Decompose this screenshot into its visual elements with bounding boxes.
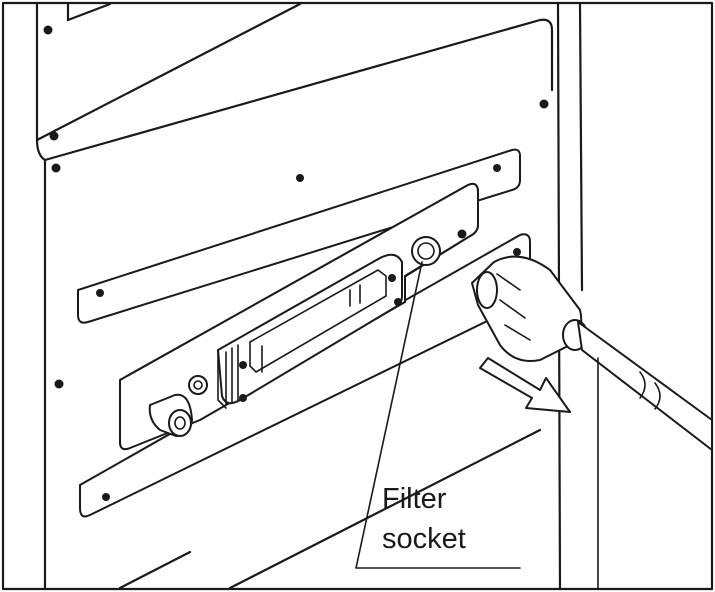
knob-face	[168, 409, 192, 437]
dsub-screw-4	[394, 298, 402, 306]
plug-face	[476, 271, 498, 309]
small-socket-inner	[193, 380, 203, 390]
small-socket	[188, 375, 208, 395]
unplug-arrow	[479, 357, 571, 413]
filter-socket-leader	[355, 261, 521, 569]
dsub-pins	[261, 284, 361, 373]
upper-panel-top	[35, 2, 302, 142]
dsub-side	[217, 349, 227, 409]
screw-3	[51, 163, 61, 173]
plate-screw-1b	[457, 229, 467, 239]
lower-rail-screw-2	[513, 248, 521, 256]
screw-5	[296, 174, 304, 182]
dsub-screw-2	[239, 394, 247, 402]
dsub-opening	[249, 269, 387, 373]
dsub-ridges	[225, 344, 239, 405]
base-edge-2	[228, 428, 542, 590]
lower-rail-screw-1	[102, 493, 110, 501]
screw-4	[539, 99, 549, 109]
screw-1	[43, 25, 53, 35]
upper-strip-top	[66, 2, 112, 22]
cable-joints	[639, 371, 661, 410]
side-panel-edge	[578, 2, 584, 292]
callout-label-line1: Filter	[382, 483, 447, 515]
rail-screw-2	[493, 164, 501, 172]
dsub-screw-1	[239, 361, 247, 369]
plug-ridges	[496, 273, 531, 341]
callout-label-line2: socket	[382, 523, 466, 555]
filter-socket	[411, 236, 441, 266]
screw-2	[49, 131, 59, 141]
base-edge-1	[118, 550, 192, 590]
rail-screw-1	[96, 289, 104, 297]
cabinet-left-edge	[35, 2, 47, 590]
cabinet-screw	[54, 379, 64, 389]
filter-socket-inner	[417, 242, 435, 260]
knob-center	[174, 416, 186, 430]
dsub-screw-3	[388, 274, 396, 282]
upper-panel-edge	[43, 18, 554, 162]
upper-rail	[77, 148, 521, 324]
